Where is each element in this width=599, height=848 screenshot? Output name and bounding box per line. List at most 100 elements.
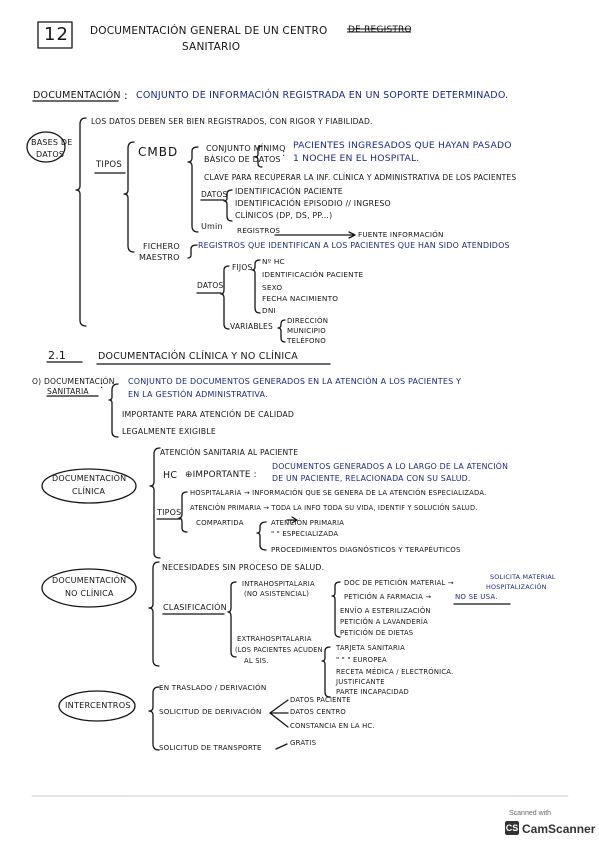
noclinica-necesidades: NECESIDADES SIN PROCESO DE SALUD. [162, 563, 325, 572]
bases-f-1: Nº HC [262, 257, 285, 266]
noclinica-e-1: TARJETA SANITARIA [336, 644, 405, 652]
bases-tipos: TIPOS [96, 160, 122, 170]
scanner-name: CamScanner [522, 822, 596, 836]
bases-cm-2: BÁSICO DE DATOS [204, 155, 281, 164]
docsan-def-1: CONJUNTO DE DOCUMENTOS GENERADOS EN LA A… [128, 377, 462, 386]
bases-fuente: FUENTE INFORMACIÓN [358, 230, 444, 239]
clinica-importante: ⊕IMPORTANTE : [185, 470, 257, 480]
intercentros-s-1: DATOS PACIENTE [290, 696, 351, 704]
bases-f-4: FECHA NACIMIENTO [262, 294, 339, 303]
bases-intro: LOS DATOS DEBEN SER BIEN REGISTRADOS, CO… [91, 117, 373, 126]
bases-f-5: DNI [262, 306, 276, 315]
bases-oval [26, 131, 66, 163]
noclinica-intra-2: (NO ASISTENCIAL) [244, 590, 310, 598]
header-title-strike: DE REGISTRO [348, 25, 412, 35]
intercentros-transporte: SOLICITUD DE TRANSPORTE [159, 744, 262, 752]
dash-transporte [275, 743, 288, 750]
bracket-noclinica [148, 561, 160, 667]
bases-cm-desc-2: 1 NOCHE EN EL HOSPITAL. [293, 153, 420, 164]
bracket-clasificacion [227, 581, 237, 658]
noclinica-i-5: PETICIÓN DE DIETAS [340, 629, 414, 637]
docsan-label-2: SANITARIA [47, 387, 89, 396]
bases-v-2: MUNICIPIO [287, 327, 327, 335]
intercentros-oval: INTERCENTROS [65, 700, 131, 710]
bases-variables: VARIABLES [230, 322, 273, 331]
bracket-datos2 [220, 265, 230, 330]
clinica-oval-2: CLÍNICA [72, 487, 106, 496]
bases-v-1: DIRECCIÓN [287, 317, 329, 325]
bracket-cm [254, 145, 263, 168]
noclinica-e-4: JUSTIFICANTE [336, 678, 385, 686]
bases-cm-colon: : [282, 148, 286, 159]
bracket-fichero [187, 244, 198, 259]
bases-datos: DATOS [201, 190, 228, 199]
bases-d-1: IDENTIFICACIÓN PACIENTE [235, 187, 343, 196]
bracket-intercentros [148, 686, 160, 751]
clinica-tipos: TIPOS [157, 508, 182, 517]
clinica-t-2: ATENCIÓN PRIMARIA → TODA LA INFO TODA SU… [190, 504, 478, 512]
clinica-t-3: COMPARTIDA [196, 519, 244, 527]
clinica-oval-1: DOCUMENTACIÓN [52, 474, 127, 483]
bases-f-3: SEXO [262, 283, 283, 292]
bases-datos2: DATOS [197, 281, 224, 290]
bracket-fijos [251, 259, 261, 314]
bracket-tipos-clinica [178, 491, 188, 533]
noclinica-e-2: " " " EUROPEA [336, 656, 387, 664]
intercentros-solicitud: SOLICITUD DE DERIVACIÓN [159, 707, 262, 716]
bases-cmbd: CMBD [138, 145, 179, 159]
bases-clave: CLAVE PARA RECUPERAR LA INF. CLÍNICA Y A… [204, 173, 517, 182]
clinica-hc-desc-2: DE UN PACIENTE, RELACIONADA CON SU SALUD… [272, 474, 471, 483]
noclinica-extra-2: (LOS PACIENTES ACUDEN [235, 646, 323, 654]
bases-fijos: FIJOS [232, 263, 253, 272]
noclinica-i-4: PETICIÓN A LAVANDERÍA [340, 618, 428, 626]
docsan-label-1: O) DOCUMENTACIÓN [32, 377, 115, 386]
noclinica-i-1b-1: SOLICITA MATERIAL [490, 573, 556, 581]
section-title: DOCUMENTACIÓN CLÍNICA Y NO CLÍNICA [98, 351, 298, 362]
noclinica-i-2b: NO SE USA. [455, 593, 498, 601]
bases-cm-desc-1: PACIENTES INGRESADOS QUE HAYAN PASADO [293, 140, 512, 151]
camscanner-watermark: Scanned with CS CamScanner [503, 810, 596, 840]
bases-fichero-2: MAESTRO [139, 253, 180, 262]
noclinica-intra-1: INTRAHOSPITALARIA [242, 580, 315, 588]
bases-d-2: IDENTIFICACIÓN EPISODIO // INGRESO [235, 199, 391, 208]
bases-fm-desc: REGISTROS QUE IDENTIFICAN A LOS PACIENTE… [198, 241, 510, 250]
bracket-variables [277, 319, 286, 343]
bracket-clinica [149, 447, 161, 559]
definition-colon: : [124, 89, 128, 102]
docsan-def-2: EN LA GESTIÓN ADMINISTRATIVA. [128, 390, 268, 399]
bracket-compartida [256, 521, 267, 551]
intercentros-oval [58, 690, 136, 722]
bases-label-1: BASES DE [31, 138, 73, 147]
intercentros-traslado: EN TRASLADO / DERIVACIÓN [159, 683, 267, 692]
clinica-hc-desc-1: DOCUMENTOS GENERADOS A LO LARGO DE LA AT… [272, 462, 509, 471]
bases-v-3: TELÉFONO [287, 337, 326, 345]
docsan-imp: IMPORTANTE PARA ATENCIÓN DE CALIDAD [122, 410, 295, 419]
header-number: 12 [44, 24, 69, 45]
noclinica-oval [41, 568, 137, 608]
clinica-c-3: PROCEDIMIENTOS DIAGNÓSTICOS Y TERAPÉUTIC… [271, 546, 461, 554]
bracket-docsan [108, 383, 119, 438]
noclinica-i-3: ENVÍO A ESTERILIZACIÓN [340, 607, 431, 615]
clinica-oval [41, 468, 137, 504]
bases-label-2: DATOS [36, 150, 65, 159]
definition-text: CONJUNTO DE INFORMACIÓN REGISTRADA EN UN… [136, 90, 509, 101]
noclinica-clasificacion: CLASIFICACIÓN [163, 603, 227, 612]
number-box [37, 21, 73, 49]
header-title-line1: DOCUMENTACIÓN GENERAL DE UN CENTRO [90, 25, 328, 37]
bracket-cmbd [187, 146, 199, 233]
noclinica-e-3: RECETA MÉDICA / ELECTRÓNICA. [336, 668, 454, 676]
docsan-legal: LEGALMENTE EXIGIBLE [122, 427, 216, 436]
definition-term: DOCUMENTACIÓN [33, 90, 121, 101]
noclinica-i-2: PETICIÓN A FARMACIA → [344, 593, 432, 601]
bases-d-3: CLÍNICOS (DP, DS, PP...) [235, 211, 333, 220]
camscanner-logo-icon: CS [505, 821, 519, 835]
noclinica-e-5: PARTE INCAPACIDAD [336, 688, 409, 696]
clinica-t-1: HOSPITALARIA → INFORMACIÓN QUE SE GENERA… [190, 489, 487, 497]
bases-cm-1: CONJUNTO MÍNIMO [206, 144, 286, 153]
clinica-hc: HC [163, 470, 178, 481]
section-number: 2.1 [48, 349, 67, 362]
clinica-atencion: ATENCIÓN SANITARIA AL PACIENTE [160, 448, 299, 457]
noclinica-i-1: DOC DE PETICIÓN MATERIAL → [344, 579, 454, 587]
